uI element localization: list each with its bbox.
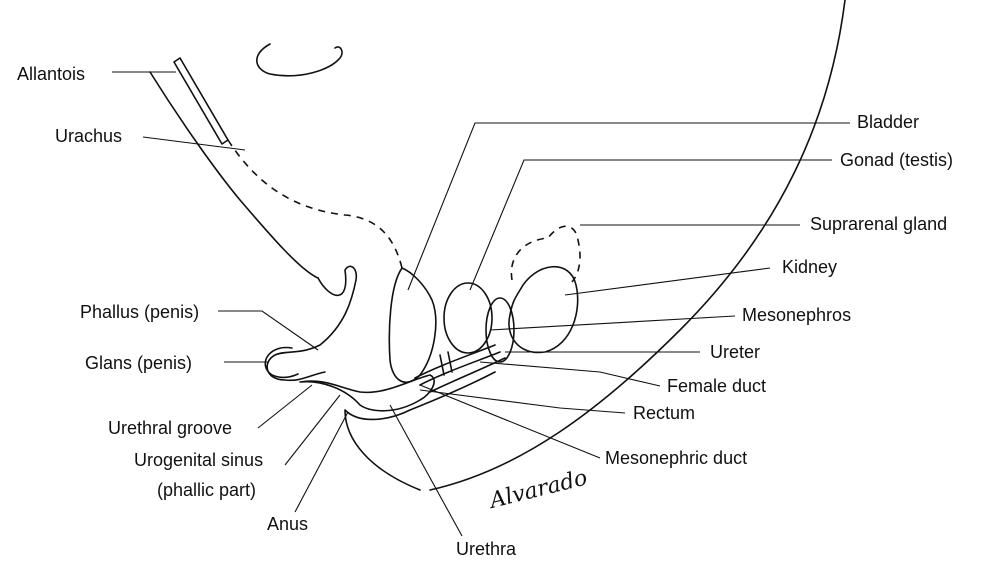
label-urachus: Urachus [55,126,122,146]
ventral-body-wall [149,71,319,279]
mesonephros-shape [485,297,515,363]
label-female-duct: Female duct [667,376,766,396]
leader-phallus [218,310,319,351]
gonad-shape [443,282,493,354]
leader-female-duct [479,361,661,387]
phallus-outline [266,265,358,382]
leader-anus [294,411,349,513]
label-bladder: Bladder [857,112,919,132]
label-allantois: Allantois [17,64,85,84]
label-glans: Glans (penis) [85,353,192,373]
label-phallic-part: (phallic part) [157,480,256,500]
label-mesonephric-duct: Mesonephric duct [605,448,747,468]
label-kidney: Kidney [782,257,837,277]
label-gonad: Gonad (testis) [840,150,953,170]
umbilical-loop [256,43,343,77]
artist-signature: Alvarado [485,466,589,515]
leader-mesonephric-duct [419,384,601,459]
leader-kidney [564,267,771,296]
label-anus: Anus [267,514,308,534]
leader-urachus [142,136,246,151]
bladder-shape [388,267,437,383]
leader-urogenital-sinus [284,394,341,466]
leader-urethral-groove [257,384,313,429]
leader-urethra [389,404,463,537]
urachus-dashed [227,139,403,269]
kidney-shape [508,266,579,354]
allantois-duct [173,57,229,145]
label-mesonephros: Mesonephros [742,305,851,325]
leader-bladder [407,122,850,291]
ducts-lines [414,344,506,393]
label-rectum: Rectum [633,403,695,423]
label-phallus: Phallus (penis) [80,302,199,322]
rectum-shape [344,371,496,491]
label-urethra: Urethra [456,539,517,559]
label-urethral-groove: Urethral groove [108,418,232,438]
body-wall-outline [429,0,846,491]
glans-outline [264,346,299,379]
leader-mesonephros [489,315,736,331]
label-suprarenal: Suprarenal gland [810,214,947,234]
leader-rectum [419,389,626,414]
label-urogenital-sinus: Urogenital sinus [134,450,263,470]
label-ureter: Ureter [710,342,760,362]
leader-gonad [469,159,832,291]
suprarenal-dashed [510,225,581,283]
